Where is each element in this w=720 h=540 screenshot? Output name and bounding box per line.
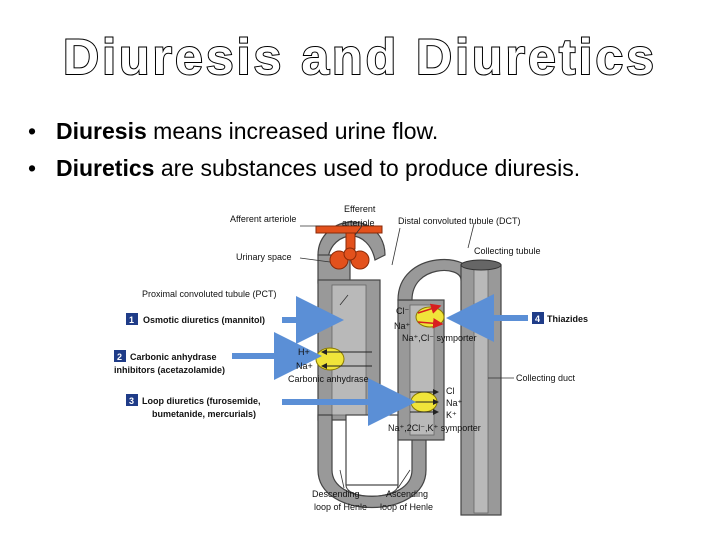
collecting-tubule-label: Collecting tubule — [474, 246, 541, 256]
bullet-item: • Diuretics are substances used to produc… — [28, 155, 718, 182]
descending-loop-label: loop of Henle — [314, 502, 367, 512]
sodium-label: Na⁺ — [394, 321, 411, 331]
slide-title: Diuresis and Diuretics — [62, 28, 657, 86]
drug-number-badge — [126, 394, 138, 406]
ascending-loop-label: Ascending — [386, 489, 428, 499]
collecting-duct — [460, 259, 502, 516]
chloride-label: Cl⁻ — [396, 306, 409, 316]
bullet-dot: • — [28, 118, 37, 144]
efferent-label: arteriole — [342, 218, 375, 228]
drug-number-badge — [114, 350, 126, 362]
bullet-item: • Diuresis means increased urine flow. — [28, 118, 718, 145]
drug-number: 2 — [117, 352, 122, 362]
sodium-label: Na⁺ — [446, 398, 463, 408]
efferent-label: Efferent — [344, 204, 376, 214]
carbonic-anhydrase-label: Carbonic anhydrase — [288, 374, 369, 384]
dct-label: Distal convoluted tubule (DCT) — [398, 216, 521, 226]
drug-number: 1 — [129, 315, 134, 325]
drug-number: 3 — [129, 396, 134, 406]
potassium-label: K⁺ — [446, 410, 457, 420]
afferent-label: Afferent arteriole — [230, 214, 296, 224]
bullet-term: Diuretics — [56, 155, 155, 181]
drug1-label: Osmotic diuretics (mannitol) — [143, 315, 265, 325]
drug-number-badge — [126, 313, 138, 325]
drug3-label: Loop diuretics (furosemide, — [142, 396, 261, 406]
bullet-text: means increased urine flow. — [146, 118, 439, 144]
symporter-label: Na⁺,Cl⁻ symporter — [402, 333, 477, 343]
drug-number: 4 — [535, 314, 540, 324]
bullet-list: • Diuresis means increased urine flow. • D… — [28, 118, 718, 192]
bullet-term: Diuresis — [56, 118, 147, 144]
ion-arrow — [417, 318, 444, 329]
pct-label: Proximal convoluted tubule (PCT) — [142, 289, 277, 299]
arterioles — [315, 225, 383, 270]
symporter-label: Na⁺,2Cl⁻,K⁺ symporter — [388, 423, 481, 433]
chloride-label: Cl — [446, 386, 455, 396]
bullet-text: are substances used to produce diuresis. — [154, 155, 581, 181]
carbonic-anhydrase-carrier — [315, 347, 345, 371]
bullet-dot: • — [28, 155, 37, 181]
drug2-label: inhibitors (acetazolamide) — [114, 365, 225, 375]
collecting-duct-label: Collecting duct — [516, 373, 576, 383]
urinary-space-label: Urinary space — [236, 252, 292, 262]
descending-loop-label: Descending — [312, 489, 360, 499]
drug4-label: Thiazides — [547, 314, 588, 324]
ascending-loop-label: loop of Henle — [380, 502, 433, 512]
ion-arrow — [417, 303, 442, 314]
leader-lines — [299, 223, 514, 489]
drug3-label: bumetanide, mercurials) — [152, 409, 256, 419]
sodium-label: Na+ — [296, 361, 313, 371]
drug-number-badge — [532, 312, 544, 324]
drug2-label: Carbonic anhydrase — [130, 352, 217, 362]
hydrogen-label: H+ — [298, 347, 310, 357]
